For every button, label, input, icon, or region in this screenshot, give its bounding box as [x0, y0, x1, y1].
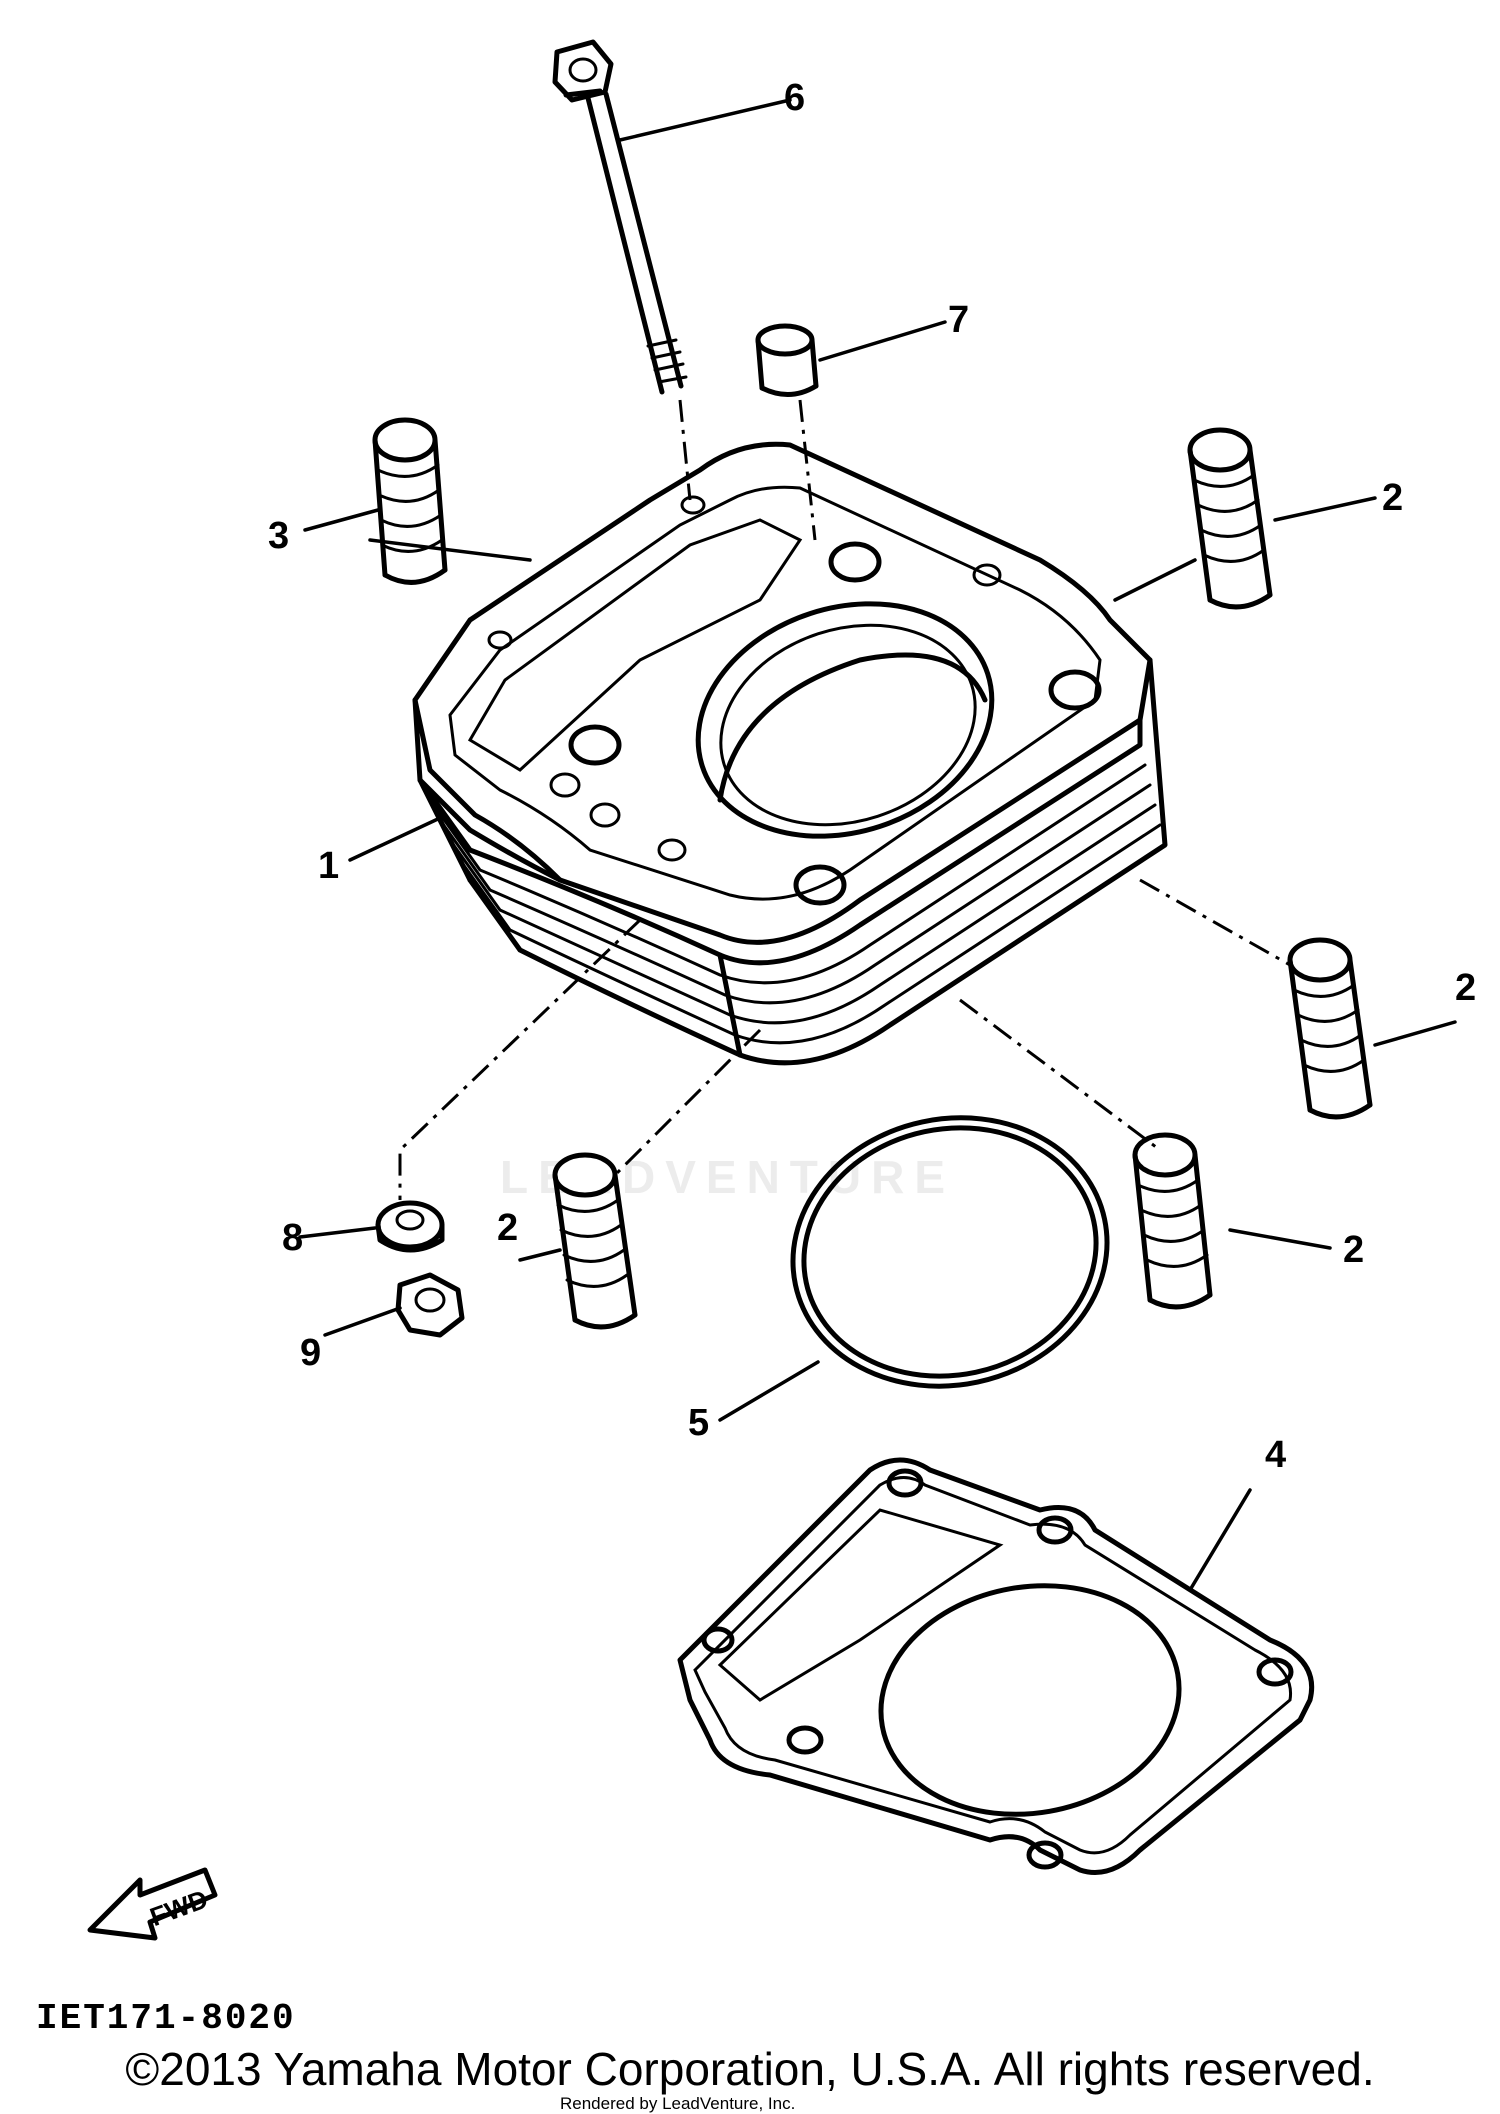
assembly-lines	[398, 399, 1291, 1200]
bolt-part-6[interactable]	[552, 39, 688, 395]
stud-bolt-part-3[interactable]	[372, 417, 448, 585]
rendered-by-credit: Rendered by LeadVenture, Inc.	[560, 2094, 796, 2113]
callout-3: 3	[268, 515, 289, 557]
callout-2c: 2	[1343, 1229, 1364, 1271]
stud-bolt-part-2-lower-left[interactable]	[552, 1152, 638, 1330]
stud-bolt-part-2-lower-right[interactable]	[1132, 1132, 1213, 1310]
leader-lines	[298, 98, 1457, 1592]
callout-2a: 2	[1382, 477, 1403, 519]
stud-bolt-part-2-right[interactable]	[1287, 937, 1373, 1120]
forward-direction-arrow: FWD	[87, 1867, 218, 1941]
callout-labels: 6 7 3 2 1 2 2 2 8 9 5 4 2	[268, 77, 1476, 1476]
gasket-part-4[interactable]	[677, 1457, 1315, 1875]
nut-part-9[interactable]	[395, 1272, 465, 1338]
washer-part-8[interactable]	[375, 1200, 445, 1253]
cylinder-block-part-1[interactable]	[412, 441, 1168, 1066]
dowel-pin-part-7[interactable]	[755, 323, 819, 397]
callout-2d: 2	[497, 1207, 518, 1249]
callout-7: 7	[948, 299, 969, 341]
callout-8: 8	[282, 1217, 303, 1259]
callout-4: 4	[1265, 1434, 1286, 1476]
callout-6: 6	[784, 77, 805, 119]
copyright-notice: ©2013 Yamaha Motor Corporation, U.S.A. A…	[125, 2043, 1375, 2095]
o-ring-part-5[interactable]	[768, 1089, 1132, 1415]
callout-2b: 2	[1455, 967, 1476, 1009]
callout-1: 1	[318, 845, 339, 887]
callout-5: 5	[688, 1402, 709, 1444]
callout-9: 9	[300, 1332, 321, 1374]
stud-bolt-part-2-upper-right[interactable]	[1187, 427, 1273, 610]
diagram-code: IET171-8020	[36, 1998, 296, 2039]
